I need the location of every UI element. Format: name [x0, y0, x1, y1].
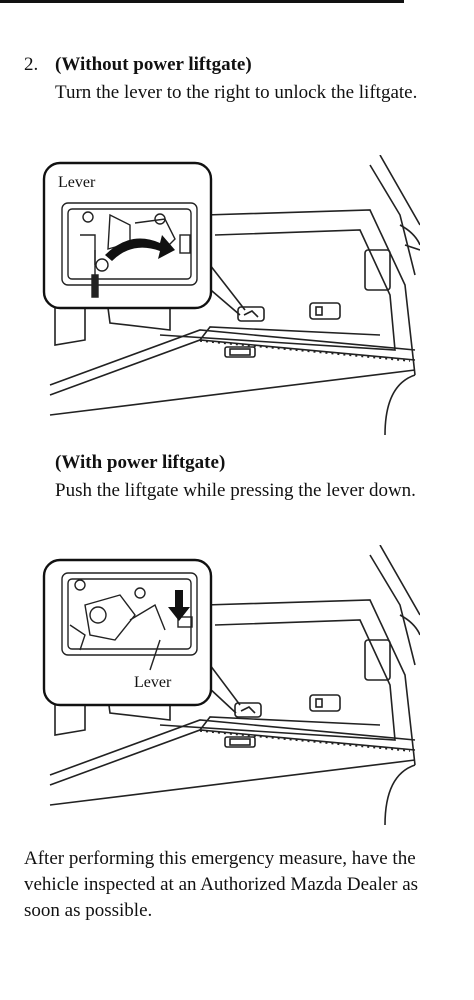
lever-detail-drawing	[61, 202, 198, 298]
instruction-without-power: Turn the lever to the right to unlock th…	[55, 82, 418, 103]
illustration-without-power-liftgate: Lever	[42, 155, 420, 435]
heading-with-power-liftgate: (With power liftgate)	[55, 452, 226, 473]
press-down-arrow-icon	[168, 590, 190, 621]
cargo-area-drawing	[49, 155, 420, 435]
heading-without-power-liftgate: (Without power liftgate)	[55, 54, 252, 75]
top-rule	[0, 0, 404, 3]
callout-box	[42, 558, 213, 707]
illustration-with-power-liftgate: Lever	[42, 545, 420, 825]
lever-detail-drawing	[61, 572, 198, 671]
step-number: 2.	[24, 54, 39, 75]
callout-label-lever: Lever	[134, 674, 172, 691]
instruction-with-power: Push the liftgate while pressing the lev…	[55, 480, 416, 501]
turn-right-arrow-icon	[105, 235, 175, 261]
callout-label-lever: Lever	[58, 174, 96, 191]
inspection-note: After performing this emergency measure,…	[24, 848, 419, 921]
callout-box	[42, 161, 213, 310]
